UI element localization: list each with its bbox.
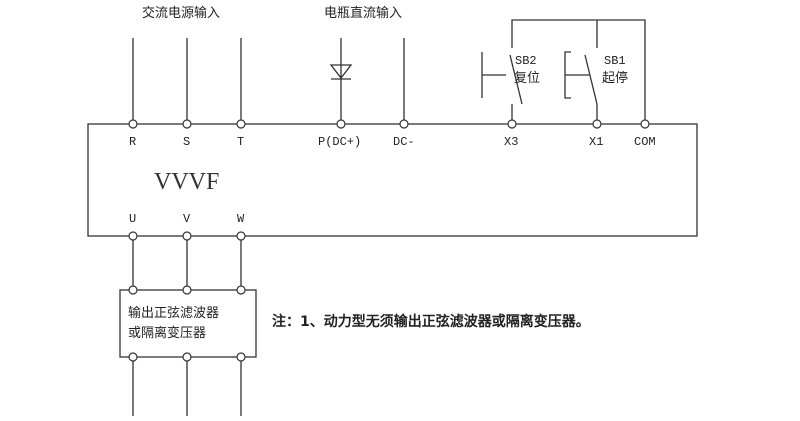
terminal-u bbox=[128, 231, 138, 241]
device-name: VVVF bbox=[154, 169, 219, 195]
sb1-label: SB1 bbox=[604, 54, 626, 68]
terminal-label-w: W bbox=[237, 212, 245, 226]
terminal-label-t: T bbox=[237, 135, 244, 149]
terminal-dc-minus bbox=[399, 119, 409, 129]
terminal-com bbox=[640, 119, 650, 129]
terminal-label-s: S bbox=[183, 135, 190, 149]
terminal-label-x1: X1 bbox=[589, 135, 603, 149]
sb1-blade bbox=[584, 54, 598, 105]
terminal-label-u: U bbox=[129, 212, 136, 226]
filter-box-line1: 输出正弦滤波器 bbox=[128, 305, 219, 321]
terminal-p bbox=[336, 119, 346, 129]
battery-dc-input-title: 电瓶直流输入 bbox=[324, 5, 402, 21]
ac-input-title: 交流电源输入 bbox=[142, 5, 220, 21]
terminal-label-dc-minus: DC- bbox=[393, 135, 415, 149]
note-text: 注：1、动力型无须输出正弦滤波器或隔离变压器。 bbox=[272, 313, 590, 330]
filter-in-u bbox=[128, 285, 138, 295]
vvvf-box bbox=[87, 123, 698, 237]
sb2-blade bbox=[509, 54, 523, 105]
terminal-w bbox=[236, 231, 246, 241]
filter-box-line2: 或隔离变压器 bbox=[128, 325, 206, 341]
terminal-label-p: P(DC+) bbox=[318, 135, 361, 149]
diode-icon bbox=[329, 64, 353, 80]
terminal-x1 bbox=[592, 119, 602, 129]
filter-box bbox=[119, 289, 257, 358]
terminal-x3 bbox=[507, 119, 517, 129]
switch-common-bus bbox=[511, 19, 646, 124]
terminal-label-r: R bbox=[129, 135, 136, 149]
filter-in-v bbox=[182, 285, 192, 295]
terminal-label-v: V bbox=[183, 212, 191, 226]
sb1-switch bbox=[564, 51, 598, 124]
terminal-label-x3: X3 bbox=[504, 135, 518, 149]
filter-out-u bbox=[128, 352, 138, 362]
filter-in-w bbox=[236, 285, 246, 295]
sb2-label: SB2 bbox=[515, 54, 537, 68]
sb1-function: 起停 bbox=[602, 70, 628, 86]
terminal-s bbox=[182, 119, 192, 129]
terminal-r bbox=[128, 119, 138, 129]
filter-out-v bbox=[182, 352, 192, 362]
terminal-v bbox=[182, 231, 192, 241]
terminal-label-com: COM bbox=[634, 135, 656, 149]
filter-out-w bbox=[236, 352, 246, 362]
sb2-function: 复位 bbox=[514, 71, 540, 86]
terminal-t bbox=[236, 119, 246, 129]
